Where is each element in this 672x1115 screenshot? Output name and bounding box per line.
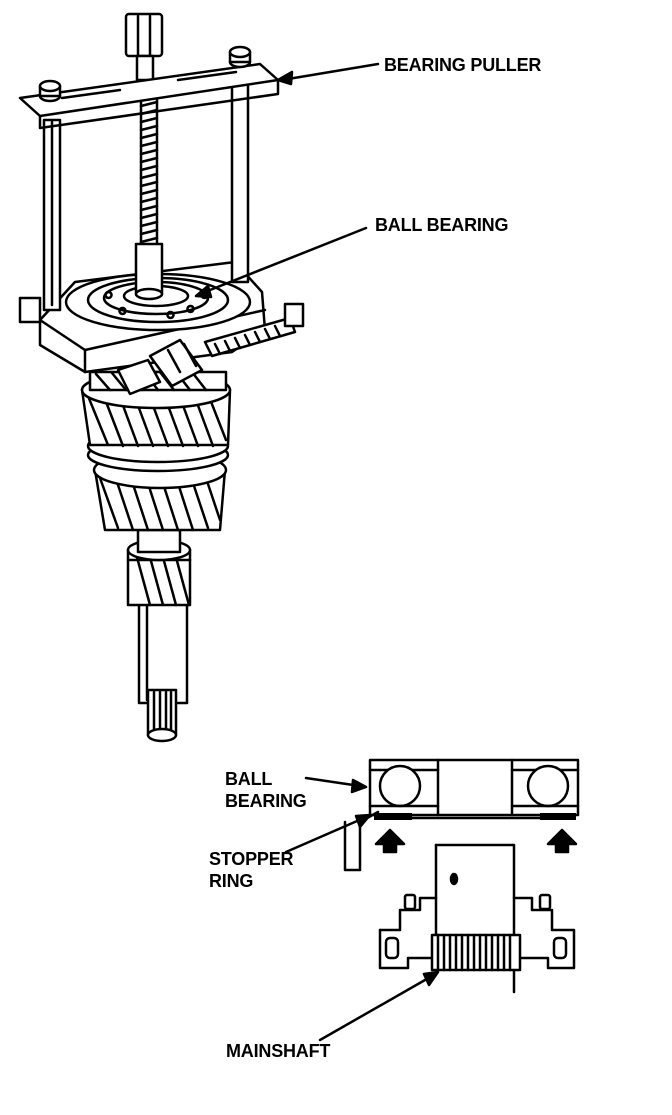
leader-ball-bearing-top <box>194 226 368 299</box>
label-ball-bearing-top: BALL BEARING <box>375 215 509 235</box>
leader-ball-bearing-detail <box>304 776 368 794</box>
label-stopper-ring-line1: STOPPER <box>209 849 294 869</box>
leader-bearing-puller <box>276 62 380 86</box>
label-ball-bearing-detail: BALL BEARING <box>225 768 307 812</box>
puller-crossbar <box>18 45 280 130</box>
leader-stopper-ring <box>284 813 372 854</box>
label-bearing-puller: BEARING PULLER <box>384 55 542 75</box>
puller-legs <box>42 80 250 312</box>
gear-cluster <box>80 370 232 532</box>
label-mainshaft: MAINSHAFT <box>226 1041 331 1061</box>
mainshaft-detail <box>378 843 576 994</box>
shaft-lower-end <box>137 583 189 743</box>
label-stopper-ring-line2: RING <box>209 871 254 891</box>
small-gear <box>126 528 192 607</box>
puller-screw <box>124 12 164 301</box>
push-arrows <box>374 828 578 854</box>
label-stopper-ring: STOPPER RING <box>209 848 293 892</box>
label-ball-bearing-detail-line1: BALL <box>225 769 273 789</box>
label-ball-bearing-detail-line2: BEARING <box>225 791 307 811</box>
bearing-section <box>368 758 580 820</box>
leader-mainshaft <box>318 970 440 1042</box>
